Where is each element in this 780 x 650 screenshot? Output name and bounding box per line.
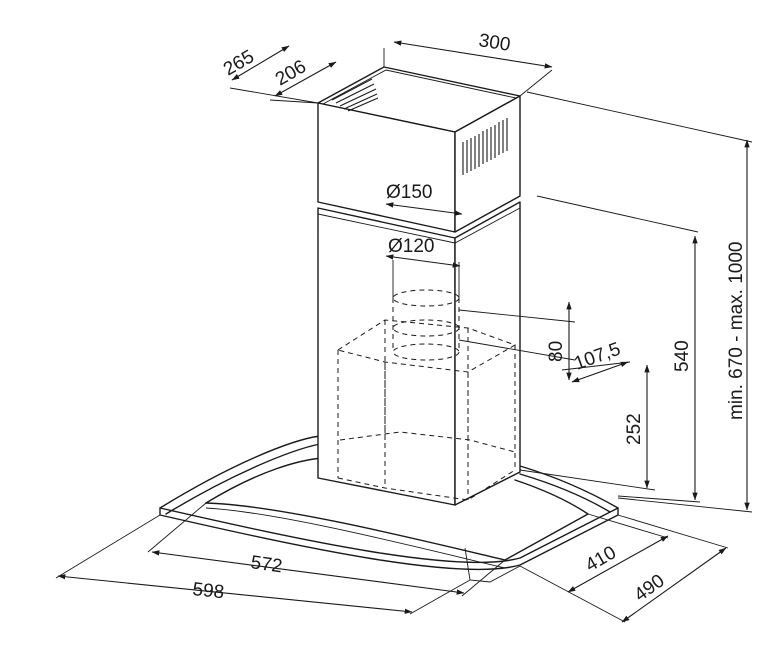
dim-label-206: 206 (272, 56, 310, 90)
dim-label-265: 265 (220, 46, 258, 80)
dim-label-107-5: 107,5 (572, 339, 624, 375)
vent-slots-rear (331, 78, 379, 112)
dim-label-80: 80 (546, 341, 567, 362)
vent-slots-side (462, 118, 508, 175)
dim-outlet-height: 80 (458, 301, 576, 381)
dim-chimney-height-range: min. 670 - max. 1000 (526, 91, 753, 513)
dim-canopy-inner-width: 572 (147, 502, 506, 597)
dim-label-252: 252 (624, 413, 645, 445)
dim-label-d120: Ø120 (388, 236, 434, 257)
dim-outlet-diameter-inner: Ø120 (385, 236, 461, 298)
dim-label-d150: Ø150 (386, 182, 432, 203)
dim-outlet-diameter-outer: Ø150 (385, 182, 463, 216)
dim-label-490: 490 (631, 570, 669, 606)
dim-label-598: 598 (191, 579, 225, 603)
chimney (317, 66, 521, 506)
dim-upper-height: 540 (536, 195, 701, 503)
dim-outlet-offset: 107,5 (561, 339, 631, 383)
motor-housing-hidden (336, 319, 517, 501)
dim-canopy-outer-width: 598 (55, 514, 471, 615)
dim-chimney-width: 300 (383, 30, 553, 97)
glass-canopy (159, 435, 619, 583)
dim-canopy-outer-depth: 490 (519, 514, 729, 623)
dim-label-410: 410 (582, 542, 620, 576)
dim-lower-height: 252 (519, 364, 656, 491)
dim-label-540: 540 (672, 340, 693, 372)
dim-depth-chimney: 206 (269, 56, 337, 104)
dim-label-670-1000: min. 670 - max. 1000 (726, 242, 747, 420)
dim-label-572: 572 (249, 552, 283, 577)
dim-label-300: 300 (477, 30, 512, 56)
